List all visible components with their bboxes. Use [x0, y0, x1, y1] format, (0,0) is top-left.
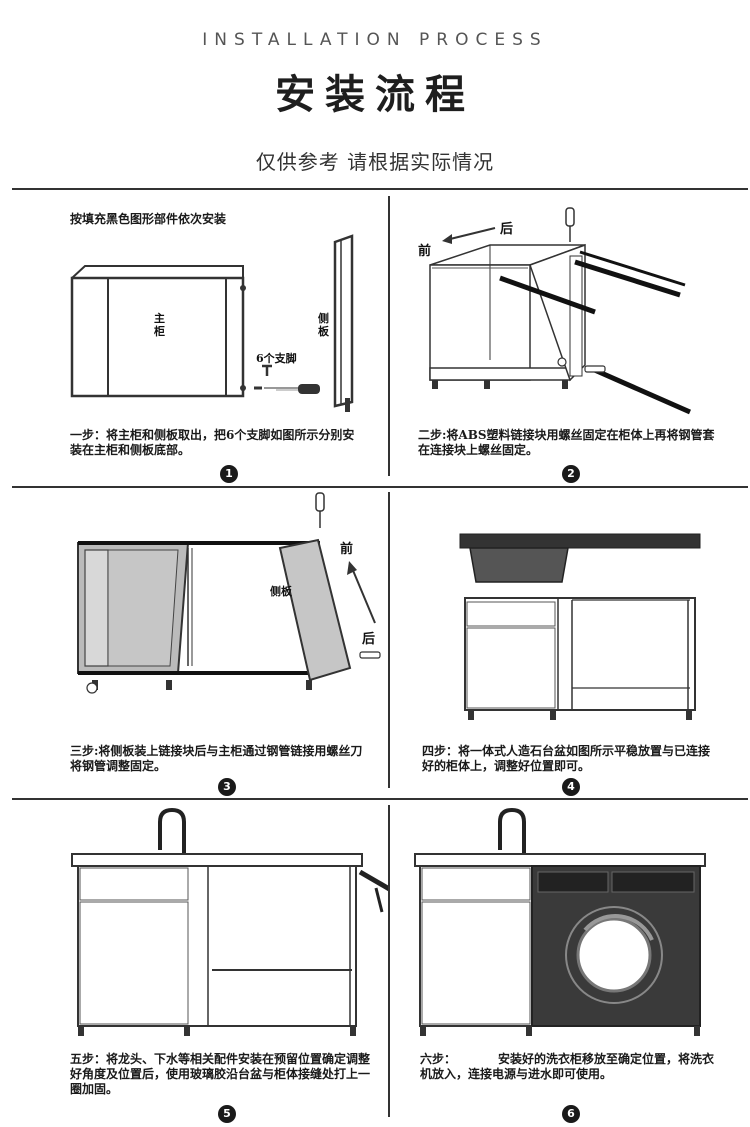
step-3-illustration [0, 488, 388, 738]
step-1-caption: 一步：将主柜和侧板取出，把6个支脚如图所示分别安装在主柜和侧板底部。 [70, 428, 360, 458]
step-6-panel: 六步： 安装好的洗衣柜移放至确定位置，将洗衣机放入，连接电源与进水即可使用。 6 [390, 800, 750, 1127]
back-label: 后 [500, 218, 513, 237]
back-label: 后 [362, 628, 375, 647]
step-1-panel: 按填充黑色图形部件依次安装 主柜 侧板 6个支脚 一步：将主柜和侧板取出，把6个… [0, 190, 388, 486]
step-4-panel: 四步：将一体式人造石台盆如图所示平稳放置与已连接好的柜体上，调整好位置即可。 4 [390, 488, 750, 798]
step-5-illustration [0, 800, 388, 1040]
step-5-caption: 五步：将龙头、下水等相关配件安装在预留位置确定调整好角度及位置后，使用玻璃胶沿台… [70, 1052, 370, 1097]
step-1-number: 1 [220, 465, 238, 483]
step-2-number: 2 [562, 465, 580, 483]
step-6-number: 6 [562, 1105, 580, 1123]
step-2-illustration [390, 190, 750, 430]
side-panel-label: 侧板 [270, 583, 292, 599]
step-3-number: 3 [218, 778, 236, 796]
page-header: INSTALLATION PROCESS 安装流程 仅供参考 请根据实际情况 [0, 0, 750, 190]
step-5-panel: 五步：将龙头、下水等相关配件安装在预留位置确定调整好角度及位置后，使用玻璃胶沿台… [0, 800, 388, 1127]
main-cabinet-label: 主柜 [154, 312, 167, 338]
step-2-caption: 二步:将ABS塑料链接块用螺丝固定在柜体上再将钢管套在连接块上螺丝固定。 [418, 428, 718, 458]
subtitle-english: INSTALLATION PROCESS [0, 30, 750, 50]
page-title: 安装流程 [0, 62, 750, 120]
step-6-caption: 六步： 安装好的洗衣柜移放至确定位置，将洗衣机放入，连接电源与进水即可使用。 [420, 1052, 720, 1082]
step-5-number: 5 [218, 1105, 236, 1123]
front-label: 前 [340, 538, 353, 557]
front-label: 前 [418, 240, 431, 259]
step-4-illustration [390, 488, 750, 738]
feet-label: 6个支脚 [256, 350, 297, 366]
step-1-intro: 按填充黑色图形部件依次安装 [70, 212, 320, 227]
step-4-number: 4 [562, 778, 580, 796]
step-3-panel: 侧板 前 后 三步:将侧板装上链接块后与主柜通过钢管链接用螺丝刀将钢管调整固定。… [0, 488, 388, 798]
reference-note: 仅供参考 请根据实际情况 [0, 146, 750, 175]
step-3-caption: 三步:将侧板装上链接块后与主柜通过钢管链接用螺丝刀将钢管调整固定。 [70, 744, 370, 774]
step-4-caption: 四步：将一体式人造石台盆如图所示平稳放置与已连接好的柜体上，调整好位置即可。 [422, 744, 718, 774]
step-6-illustration [390, 800, 750, 1040]
step-2-panel: 后 前 二步:将ABS塑料链接块用螺丝固定在柜体上再将钢管套在连接块上螺丝固定。… [390, 190, 750, 486]
side-panel-label: 侧板 [318, 312, 331, 338]
